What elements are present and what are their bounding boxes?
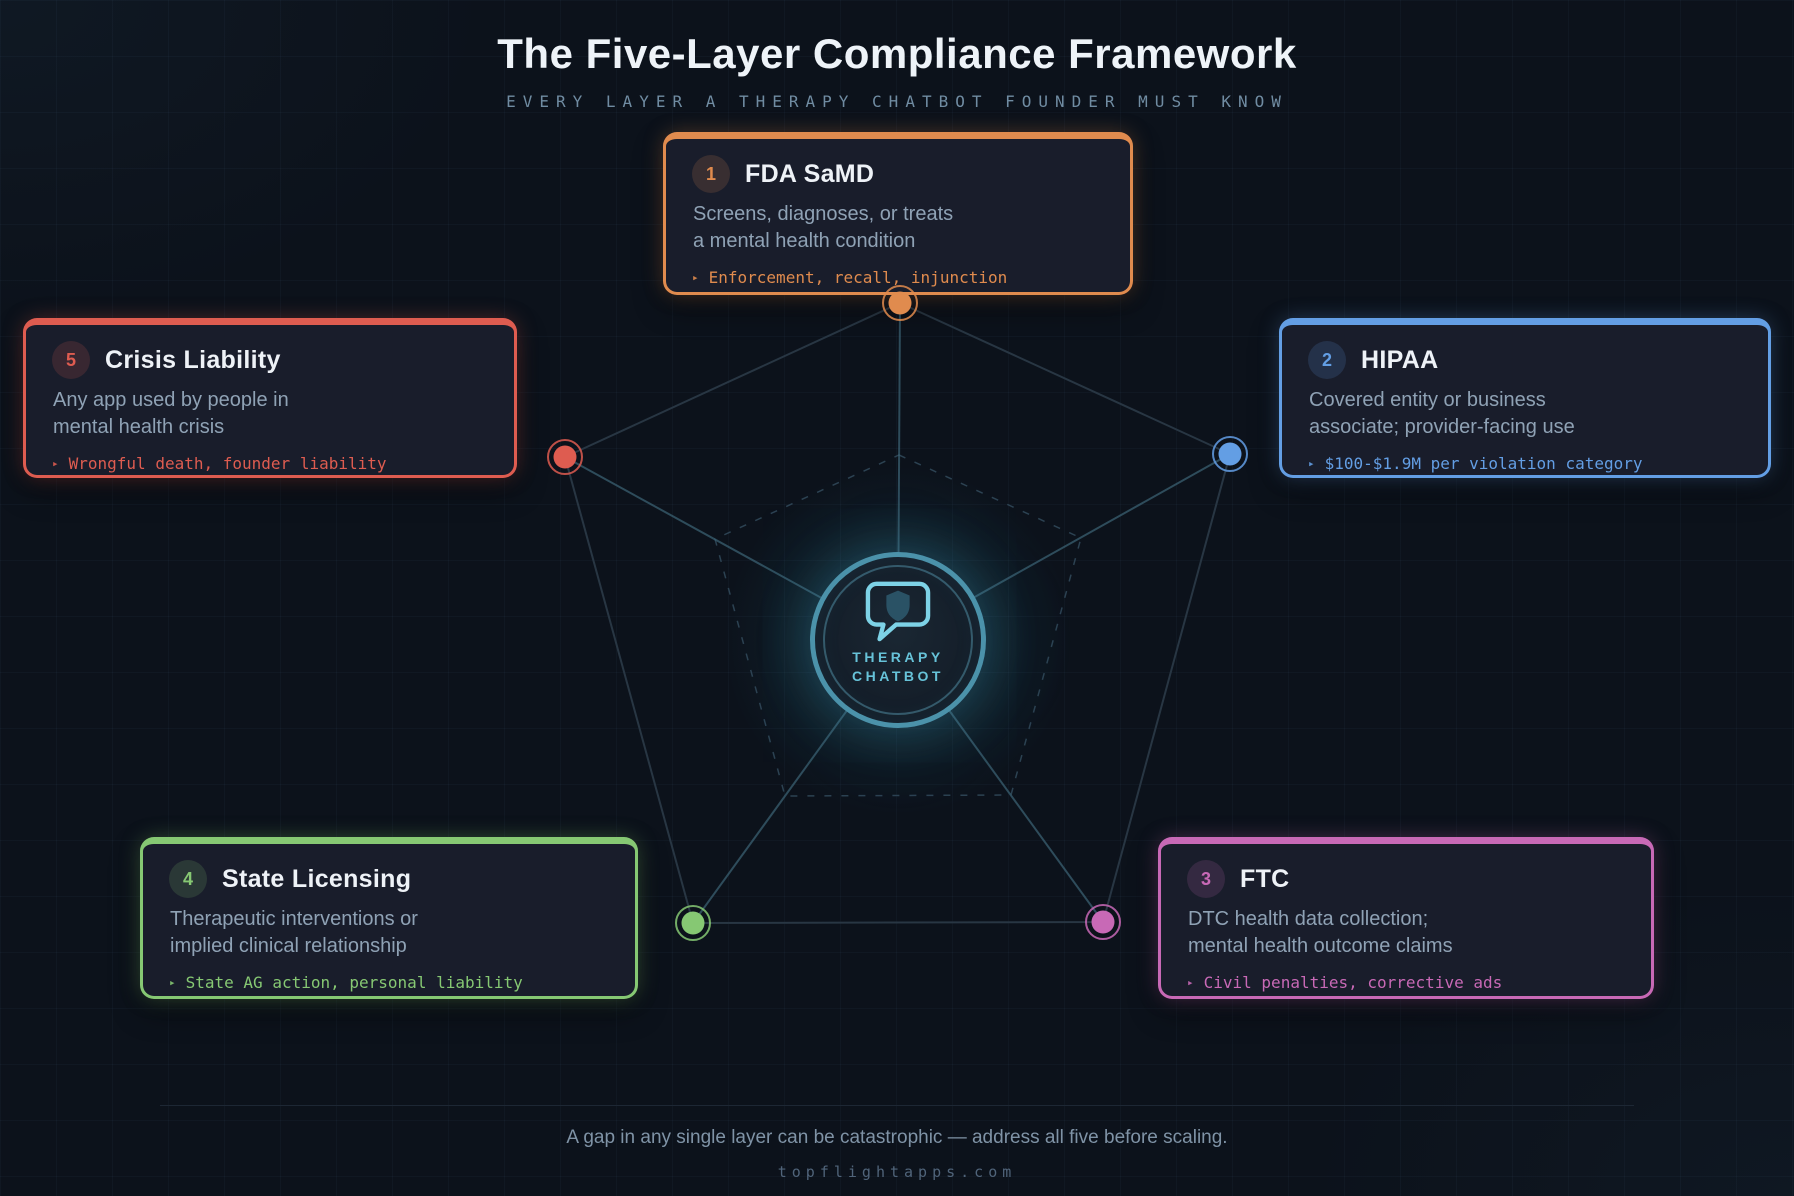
footer-note: A gap in any single layer can be catastr… bbox=[566, 1127, 1228, 1148]
layer-card-fda-samd: 1 FDA SaMD Screens, diagnoses, or treats… bbox=[663, 132, 1133, 295]
triangle-bullet-icon: ▸ bbox=[1308, 457, 1315, 470]
layer-number-badge: 4 bbox=[169, 860, 207, 898]
triangle-bullet-icon: ▸ bbox=[169, 976, 176, 989]
vertex-dot-ftc bbox=[1085, 904, 1121, 940]
footer-divider bbox=[160, 1105, 1634, 1106]
card-header: 2 HIPAA bbox=[1308, 341, 1742, 379]
therapy-chatbot-badge: THERAPY CHATBOT bbox=[810, 552, 986, 728]
layer-number-badge: 1 bbox=[692, 155, 730, 193]
layer-penalty: ▸ Civil penalties, corrective ads bbox=[1187, 973, 1503, 992]
card-header: 1 FDA SaMD bbox=[692, 155, 1104, 193]
layer-card-ftc: 3 FTC DTC health data collection;mental … bbox=[1158, 837, 1654, 999]
layer-penalty: ▸ Enforcement, recall, injunction bbox=[692, 268, 1008, 287]
layer-title: FTC bbox=[1240, 864, 1290, 893]
vertex-dot-hipaa bbox=[1212, 436, 1248, 472]
vertex-dot-crisis bbox=[547, 439, 583, 475]
card-header: 4 State Licensing bbox=[169, 860, 609, 898]
footer-domain-link[interactable]: topflightapps.com bbox=[777, 1163, 1017, 1181]
layer-title: Crisis Liability bbox=[105, 345, 281, 374]
layer-number-badge: 5 bbox=[52, 341, 90, 379]
inner-ring bbox=[823, 565, 973, 715]
card-header: 3 FTC bbox=[1187, 860, 1625, 898]
layer-title: HIPAA bbox=[1361, 345, 1439, 374]
layer-penalty: ▸ $100-$1.9M per violation category bbox=[1308, 454, 1643, 473]
page-header: The Five-Layer Compliance Framework EVER… bbox=[0, 30, 1794, 111]
layer-number-badge: 3 bbox=[1187, 860, 1225, 898]
layer-number-badge: 2 bbox=[1308, 341, 1346, 379]
layer-description: DTC health data collection;mental health… bbox=[1188, 908, 1453, 957]
layer-penalty: ▸ Wrongful death, founder liability bbox=[52, 454, 387, 473]
page-subtitle: EVERY LAYER A THERAPY CHATBOT FOUNDER MU… bbox=[506, 92, 1288, 111]
layer-title: State Licensing bbox=[222, 864, 412, 893]
layer-penalty: ▸ State AG action, personal liability bbox=[169, 973, 523, 992]
triangle-bullet-icon: ▸ bbox=[692, 271, 699, 284]
vertex-dot-state bbox=[675, 905, 711, 941]
layer-card-crisis-liability: 5 Crisis Liability Any app used by peopl… bbox=[23, 318, 517, 478]
layer-title: FDA SaMD bbox=[745, 159, 875, 188]
page-title: The Five-Layer Compliance Framework bbox=[497, 30, 1297, 77]
triangle-bullet-icon: ▸ bbox=[1187, 976, 1194, 989]
layer-card-state-licensing: 4 State Licensing Therapeutic interventi… bbox=[140, 837, 638, 999]
card-header: 5 Crisis Liability bbox=[52, 341, 488, 379]
triangle-bullet-icon: ▸ bbox=[52, 457, 59, 470]
